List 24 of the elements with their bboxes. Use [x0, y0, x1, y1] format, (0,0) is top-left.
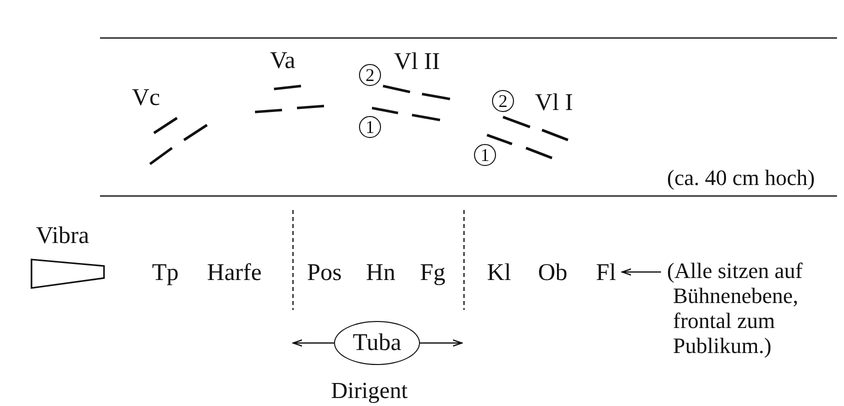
note-text: (ca. 40 cm hoch): [667, 167, 815, 189]
seat-number: 1: [359, 116, 381, 138]
instrument-label: Hn: [366, 261, 396, 285]
instrument-label: Tp: [152, 261, 179, 285]
instrument-label: Ob: [538, 261, 568, 285]
seat-number: 1: [474, 144, 496, 166]
section-label: Vl II: [394, 50, 440, 74]
instrument-label: Pos: [307, 261, 342, 285]
arrow: [420, 339, 463, 347]
seat-number: 2: [359, 64, 381, 86]
instrument-label: Fg: [420, 261, 446, 285]
section-label: Vc: [132, 86, 160, 110]
arrow: [621, 268, 661, 276]
instrument-label: Harfe: [207, 261, 262, 285]
instrument-label: Fl: [596, 261, 616, 285]
note-text: (Alle sitzen auf Bühnenebene, frontal zum Publikum.): [667, 258, 839, 358]
instrument-label: Kl: [487, 261, 511, 285]
conductor-label: Dirigent: [331, 379, 408, 402]
seat-number: 2: [492, 90, 514, 112]
instrument-ellipse: Tuba: [334, 321, 420, 365]
arrow: [292, 339, 334, 347]
instrument-label: Vibra: [36, 224, 90, 248]
section-label: Va: [270, 49, 296, 73]
section-label: Vl I: [535, 91, 573, 115]
